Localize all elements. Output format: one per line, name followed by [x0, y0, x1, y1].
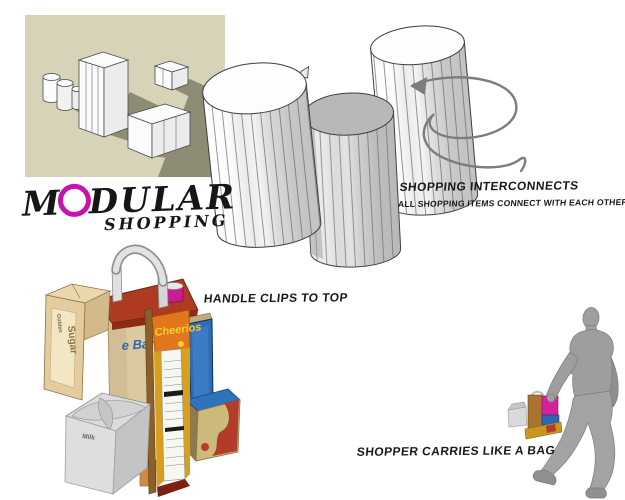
- interconnect-arrow: [410, 76, 527, 173]
- puzzle-box: [184, 388, 241, 462]
- grocery-cluster: e Bar: [43, 244, 241, 497]
- sugar-label: Sugar: [65, 325, 79, 354]
- cylinder-left: [202, 62, 322, 248]
- logo-word-start: M: [21, 183, 63, 225]
- annotation-handle: HANDLE CLIPS TO TOP: [203, 290, 349, 306]
- milk-label: Milk: [82, 433, 96, 442]
- annotation-interconnects: SHOPPING INTERCONNECTS ALL SHOPPING ITEM…: [398, 178, 625, 209]
- annotation-shopper: SHOPPER CARRIES LIKE A BAG: [356, 443, 556, 459]
- cylinder-middle: [303, 92, 402, 268]
- carried-groceries: [507, 390, 563, 440]
- shopper-figure: [507, 307, 619, 499]
- panel-modules: [42, 51, 192, 159]
- module-panel: [25, 15, 225, 177]
- milk-carton: Milk: [64, 392, 151, 495]
- sugar-box: Golden Sugar: [43, 283, 112, 401]
- sugar-brand-label: Golden: [55, 314, 63, 334]
- cereal-box: Cheerios: [144, 307, 202, 497]
- pink-can: [163, 282, 184, 304]
- carry-handle: [111, 244, 169, 309]
- logo-ring-icon: [57, 183, 92, 218]
- interconnects-title: SHOPPING INTERCONNECTS: [398, 178, 580, 195]
- cereal-logo: Cheerios: [154, 321, 202, 339]
- interconnects-subtitle: ALL SHOPPING ITEMS CONNECT WITH EACH OTH…: [397, 196, 625, 210]
